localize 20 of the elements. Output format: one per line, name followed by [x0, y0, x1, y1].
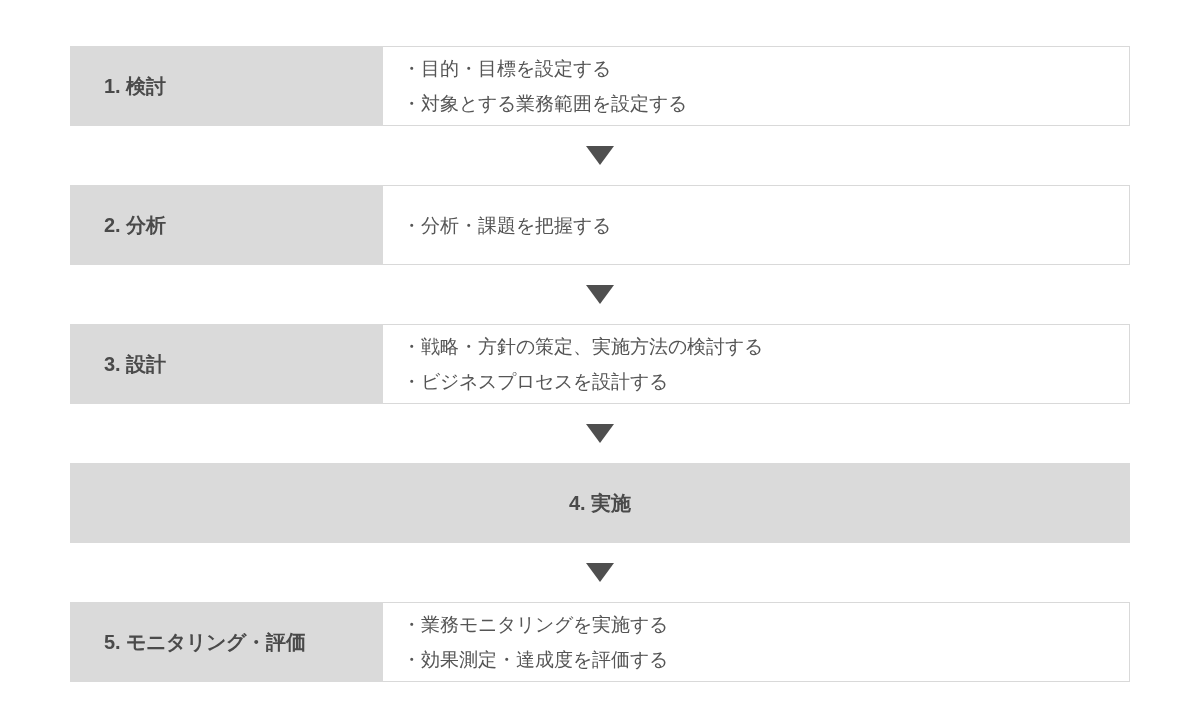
bullet-text: ・ビジネスプロセスを設計する: [402, 370, 668, 394]
step-heading: 5. モニタリング・評価: [70, 602, 383, 682]
step-heading: 3. 設計: [70, 324, 383, 404]
step-box: [70, 185, 1130, 265]
arrow: [586, 563, 614, 582]
step-heading: 2. 分析: [70, 185, 383, 265]
bullet-text: ・効果測定・達成度を評価する: [402, 648, 668, 672]
bullet-text: ・目的・目標を設定する: [402, 57, 611, 81]
step-box: [70, 46, 1130, 126]
arrow: [586, 285, 614, 304]
arrow: [586, 146, 614, 165]
bullet-text: ・分析・課題を把握する: [402, 213, 611, 238]
bullet-text: ・業務モニタリングを実施する: [402, 613, 668, 637]
step-band: 4. 実施: [70, 463, 1130, 543]
arrow: [586, 424, 614, 443]
bullet-text: ・対象とする業務範囲を設定する: [402, 92, 687, 116]
step-heading: 1. 検討: [70, 46, 383, 126]
step-box: [70, 602, 1130, 682]
step-box: [70, 324, 1130, 404]
bullet-text: ・戦略・方針の策定、実施方法の検討する: [402, 335, 763, 359]
